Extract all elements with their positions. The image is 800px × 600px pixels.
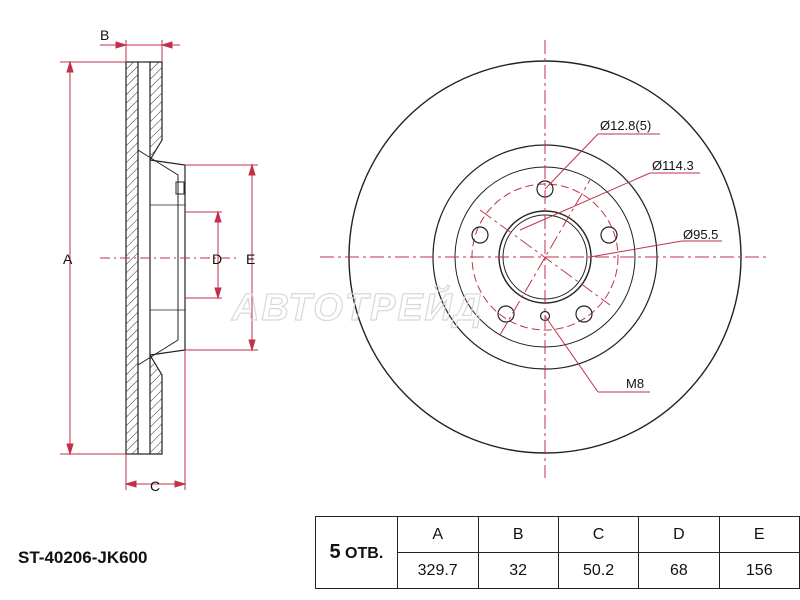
bolt-hole (471, 226, 489, 244)
value-c: 50.2 (557, 552, 640, 589)
watermark-logo: АВТОТРЕЙД (231, 284, 483, 329)
header-c: C (557, 516, 640, 553)
bolt-hole (600, 226, 618, 244)
dimension-b (100, 40, 180, 62)
hub-label: Ø95.5 (683, 227, 718, 242)
value-e: 156 (718, 552, 800, 589)
dimension-d (185, 210, 222, 300)
value-b: 32 (477, 552, 559, 589)
label-d: D (212, 251, 222, 267)
header-b: B (477, 516, 559, 553)
dimension-e (185, 163, 258, 352)
header-a: A (396, 516, 479, 553)
dimension-c (124, 350, 187, 490)
label-a: A (63, 251, 73, 267)
label-e: E (246, 251, 255, 267)
bolt-holes (471, 180, 618, 323)
part-number: ST-40206-JK600 (18, 548, 148, 567)
front-view: Ø12.8(5) Ø114.3 Ø95.5 M8 (320, 40, 770, 478)
header-d: D (638, 516, 720, 553)
holes-suffix: ОТВ. (345, 545, 384, 562)
pcd-label: Ø114.3 (652, 158, 694, 173)
leader-lines (519, 133, 722, 393)
value-a: 329.7 (396, 552, 479, 589)
label-c: C (150, 478, 160, 494)
header-e: E (718, 516, 800, 553)
front-centerlines (320, 40, 770, 478)
holes-count: 5 (329, 541, 341, 563)
spec-table: 5 ОТВ. A B C D E 329.7 32 50.2 68 156 (315, 516, 800, 589)
label-b: B (100, 27, 109, 43)
spec-value-row: 329.7 32 50.2 68 156 (316, 552, 800, 589)
disc-hat-inner (137, 149, 179, 366)
thread-label: M8 (626, 376, 644, 391)
bolt-hole (575, 305, 593, 323)
spec-header-row: 5 ОТВ. A B C D E (315, 516, 800, 589)
side-view: A B C D (60, 27, 258, 494)
value-d: 68 (638, 552, 720, 589)
bolt-hole (497, 305, 515, 323)
dimension-a (60, 60, 126, 456)
holes-cell: 5 ОТВ. (315, 516, 398, 589)
bolt-hole-label: Ø12.8(5) (600, 118, 651, 133)
